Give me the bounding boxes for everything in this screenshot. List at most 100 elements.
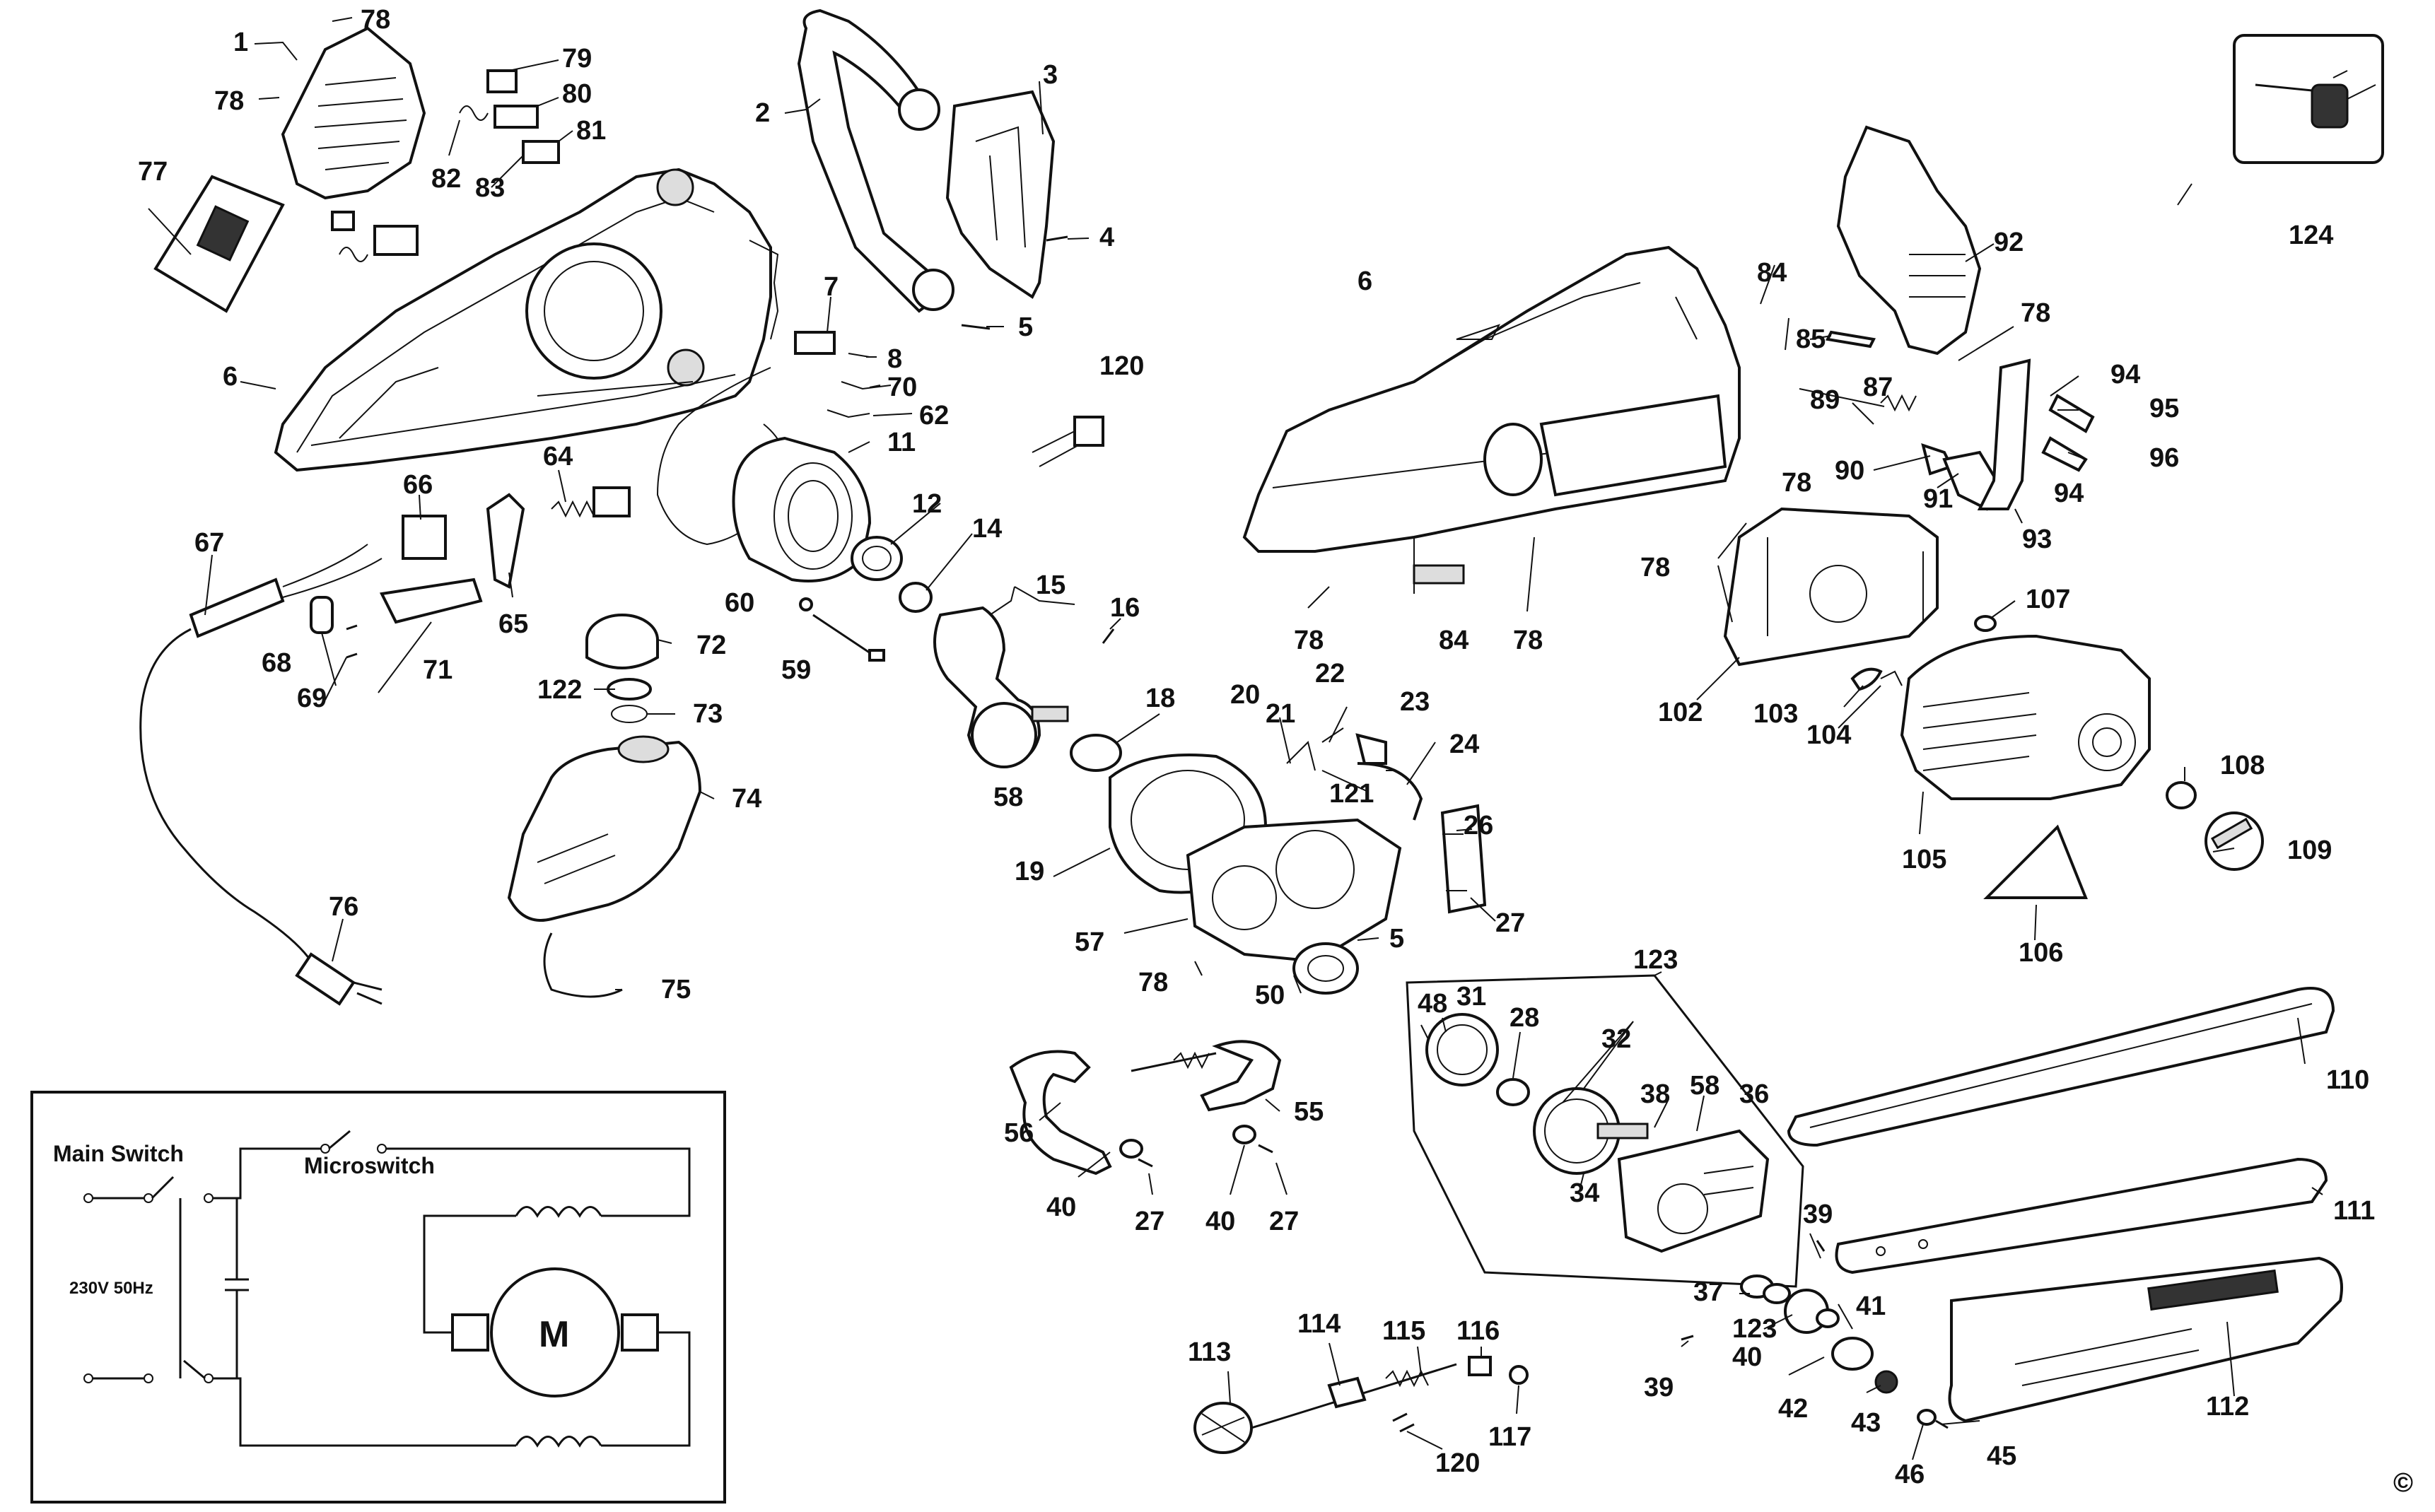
copyright-symbol: ©: [2393, 1468, 2413, 1498]
part-labels: 1 78 78 79 80 81 82 83 77 6 2 3 4 5 7 8 …: [138, 5, 2413, 1498]
label-111: 113: [1188, 1337, 1231, 1367]
label-93: 92: [1994, 228, 2024, 257]
screws: [961, 235, 1068, 330]
label-82: 82: [431, 164, 461, 194]
label-58: 58: [993, 783, 1023, 812]
label-78: 78: [2021, 298, 2050, 328]
label-34: 34: [1570, 1178, 1599, 1208]
label-46: 46: [1895, 1460, 1925, 1489]
label-19: 19: [1015, 857, 1044, 886]
part-109-guide-bar: [1835, 1157, 2328, 1274]
label-62: 62: [919, 401, 949, 430]
label-91: 90: [1835, 456, 1864, 486]
label-23: 23: [1400, 687, 1430, 717]
label-74: 74: [732, 784, 761, 814]
label-3: 3: [1043, 60, 1058, 90]
part-103-sprocket-cover: [1900, 634, 2151, 800]
left-housing-half: [274, 168, 779, 472]
label-1: 1: [233, 28, 248, 57]
label-6: 6: [223, 362, 238, 392]
label-71: 71: [423, 655, 452, 685]
label-22: 22: [1315, 659, 1345, 688]
label-121: 123: [1633, 945, 1678, 975]
label-39: 39: [1644, 1373, 1674, 1402]
label-90: 89: [1810, 385, 1840, 415]
label-78: 78: [1782, 468, 1811, 498]
label-73: 73: [693, 699, 723, 729]
part-1-vent-cover: [281, 26, 426, 200]
label-58: 58: [1690, 1071, 1719, 1101]
part-108-saw-chain: [1787, 987, 2335, 1147]
label-48: 50: [1255, 980, 1285, 1010]
label-103: 105: [1902, 845, 1946, 874]
label-31: 31: [1456, 982, 1486, 1012]
label-16: 16: [1110, 593, 1140, 623]
label-124: 124: [2289, 221, 2333, 250]
switch-trigger-group: [379, 486, 631, 624]
label-106: 108: [2220, 751, 2265, 780]
voltage-label: 230V 50Hz: [69, 1279, 153, 1298]
label-109: 111: [2333, 1196, 2375, 1226]
cord-clamp: [310, 596, 358, 659]
microswitch-label: Microswitch: [304, 1153, 435, 1178]
label-8: 8: [887, 344, 902, 374]
label-87: 85: [1796, 324, 1826, 354]
part-105-clip: [1974, 615, 1997, 632]
power-cord: [139, 544, 383, 1006]
label-115: 117: [1488, 1422, 1531, 1452]
label-38: 38: [1640, 1079, 1670, 1109]
label-81: 81: [576, 116, 606, 146]
label-21: 21: [1266, 699, 1295, 729]
label-55: 40: [1046, 1192, 1076, 1222]
label-27: 27: [1495, 908, 1525, 938]
label-41: 41: [1856, 1291, 1886, 1321]
label-95: 94: [2110, 360, 2140, 389]
part-93-rear-hand-guard: [1836, 125, 1982, 356]
label-27: 27: [1135, 1207, 1164, 1236]
inset-oil-can: [2233, 34, 2384, 164]
label-20: 20: [1230, 680, 1260, 710]
label-78: 78: [1640, 553, 1670, 582]
label-110: 112: [2206, 1392, 2249, 1422]
label-11: 11: [887, 428, 916, 457]
label-2: 2: [755, 98, 770, 128]
label-116: 120: [1435, 1448, 1480, 1478]
adjuster-group: [1009, 1040, 1282, 1176]
label-57: 57: [1075, 927, 1104, 957]
wiring-diagram: Main Switch Microswitch 230V 50Hz M: [30, 1091, 726, 1504]
part-104-guide: [1983, 824, 2088, 899]
label-64: 64: [543, 442, 573, 471]
label-4: 4: [1099, 223, 1114, 252]
part-11-stator: [732, 436, 872, 582]
label-32: 32: [1601, 1024, 1631, 1054]
label-47: 48: [1418, 989, 1447, 1019]
label-14: 14: [972, 514, 1002, 544]
label-99: 102: [1658, 698, 1703, 727]
label-108: 110: [2326, 1065, 2369, 1095]
part-2-front-handle: [797, 8, 954, 313]
label-70: 70: [887, 373, 917, 402]
label-76: 76: [329, 892, 358, 922]
part-3-handle-guard: [945, 90, 1056, 299]
label-6: 6: [1357, 266, 1372, 296]
label-66: 66: [403, 470, 433, 500]
label-37: 37: [1693, 1277, 1723, 1307]
label-84: 84: [1757, 258, 1787, 288]
label-15: 15: [1036, 570, 1065, 600]
label-40: 40: [1732, 1342, 1762, 1372]
label-27: 27: [1269, 1207, 1299, 1236]
label-43: 43: [1851, 1408, 1881, 1438]
label-95: 94: [2054, 479, 2084, 508]
part-15-armature: [899, 582, 1069, 768]
label-56: 56: [1004, 1118, 1034, 1148]
label-122: 122: [537, 675, 582, 705]
part-117-connector: [1032, 416, 1104, 467]
label-77: 77: [138, 157, 168, 187]
tension-knob: [2166, 781, 2264, 871]
label-92: 91: [1923, 484, 1953, 514]
label-75: 75: [661, 975, 691, 1004]
label-42: 42: [1778, 1394, 1808, 1424]
label-24: 24: [1449, 729, 1479, 759]
label-102: 104: [1806, 720, 1851, 750]
label-36: 36: [1739, 1079, 1769, 1109]
